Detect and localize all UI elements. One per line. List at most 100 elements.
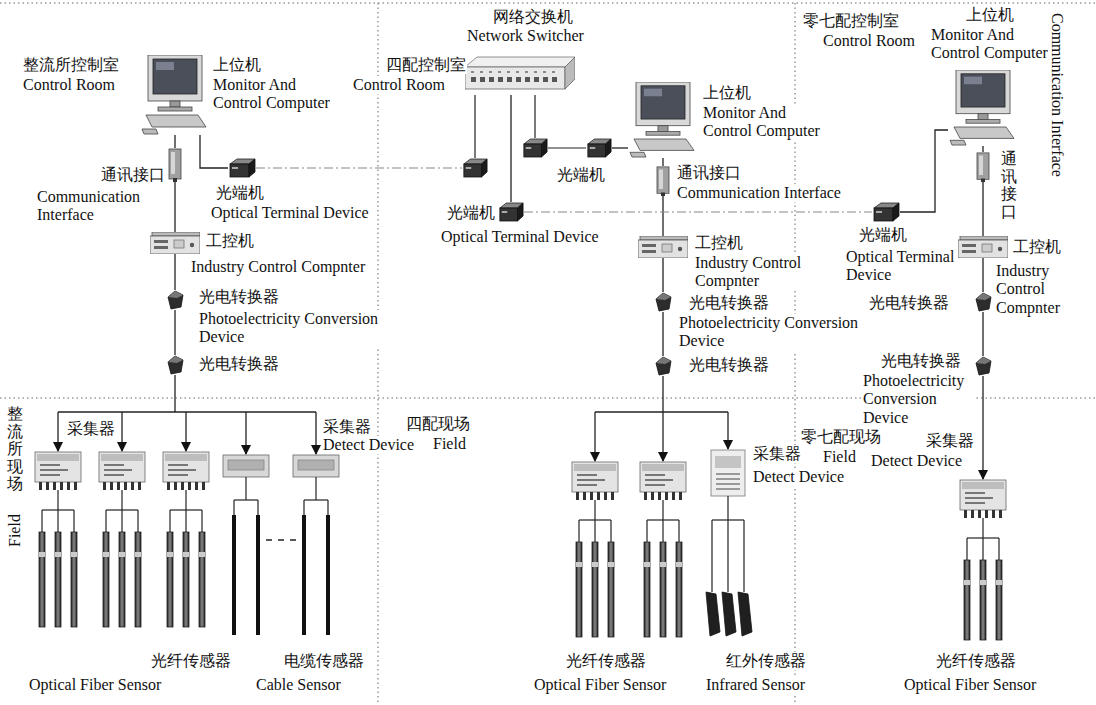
- collector-pin: [611, 492, 614, 500]
- terminal-side: [249, 159, 255, 177]
- device-icon: [165, 355, 185, 375]
- arrow-wire: [982, 376, 983, 479]
- mouse: [142, 129, 158, 134]
- wire: [245, 477, 246, 500]
- collector-marking: [965, 497, 993, 499]
- pc-top: [152, 232, 200, 236]
- fiber-sensor: [608, 542, 614, 637]
- fiber-sensor: [644, 542, 650, 637]
- converter-top: [976, 293, 991, 300]
- device-icon: [628, 82, 698, 158]
- device-icon: [656, 166, 670, 196]
- terminal-front: [464, 164, 482, 177]
- device-icon: [973, 356, 993, 376]
- wire: [174, 375, 175, 412]
- region-label: 整流所现场: [6, 405, 24, 493]
- switch-port: [498, 77, 503, 82]
- connector-wire: [982, 146, 983, 152]
- collector-pin: [679, 492, 682, 500]
- device-label: Industry Control Compnter: [995, 262, 1072, 317]
- switch-led: [525, 71, 528, 73]
- terminal-side: [518, 203, 524, 221]
- wire: [662, 520, 663, 542]
- connector-wire: [982, 182, 983, 236]
- switch-side: [565, 57, 575, 89]
- wire: [578, 520, 579, 542]
- device-label: Communication Interface: [1048, 12, 1066, 178]
- sensor-band: [592, 562, 598, 567]
- sensor-band: [980, 580, 986, 585]
- arrow-wire: [57, 412, 58, 451]
- wire: [327, 500, 328, 515]
- photoelectric-converter: 光电转换器: [973, 292, 993, 312]
- switch-led: [543, 71, 546, 73]
- wire: [185, 490, 186, 510]
- fiber-sensor: [996, 560, 1002, 640]
- collector-marking: [716, 473, 740, 475]
- sensor-band: [71, 552, 77, 557]
- collector-box: [572, 462, 618, 492]
- switch-port: [471, 77, 476, 82]
- sensor-band: [199, 552, 205, 557]
- device-icon: [524, 139, 547, 157]
- device-label: 光端机: [215, 184, 265, 202]
- device-label: 光电转换器: [198, 355, 280, 373]
- pc-button: [190, 243, 194, 247]
- connector-wire: [662, 258, 663, 292]
- monitor-case: [956, 70, 1010, 114]
- connector-wire: [982, 258, 983, 292]
- device-label: Monitor And Control Computer: [702, 104, 832, 141]
- optical-terminal: 光端机Optical Terminal Device: [228, 158, 256, 178]
- device-icon: [465, 55, 575, 95]
- device-icon: [638, 236, 688, 258]
- terminal-front: [588, 144, 606, 157]
- wire: [57, 490, 58, 510]
- region-label: Detect Device: [870, 452, 963, 470]
- collector-pin: [651, 492, 654, 500]
- switch-top: [465, 57, 575, 67]
- fiber-sensor: [660, 542, 666, 637]
- collector-marking: [168, 464, 188, 466]
- monitor-case: [148, 55, 202, 101]
- region-label: Control Room: [822, 32, 916, 50]
- switch-port: [552, 77, 557, 82]
- collector-box: [711, 450, 745, 496]
- wire: [185, 510, 186, 532]
- device-label: Optical Terminal Device: [440, 228, 600, 246]
- collector-pin: [583, 492, 586, 500]
- collector-header: [165, 454, 207, 461]
- region-label: 光纤传感器: [565, 652, 647, 670]
- device-icon: [973, 292, 993, 312]
- switch-port: [525, 77, 530, 82]
- wire: [303, 500, 304, 515]
- region-label: Field: [6, 513, 24, 548]
- connector-wire: [612, 147, 628, 148]
- arrow-wire: [245, 412, 246, 454]
- device-label: 光电转换器: [880, 352, 962, 370]
- screen-glare: [964, 77, 982, 85]
- device-label: 光端机: [858, 226, 908, 244]
- wire: [105, 510, 106, 532]
- wire: [41, 510, 42, 532]
- sensor-band: [183, 552, 189, 557]
- industrial-pc: 工控机Industry Control Compnter: [638, 236, 688, 258]
- collector-box: [293, 455, 339, 477]
- collector-header: [962, 482, 1004, 489]
- device-icon: [872, 202, 900, 222]
- terminal-led: [526, 147, 532, 149]
- pc-panel: [174, 240, 184, 248]
- wire: [548, 147, 586, 148]
- collector-marking: [40, 474, 60, 476]
- cable-sensor: [256, 515, 260, 635]
- wire: [233, 500, 234, 515]
- mouse: [950, 140, 966, 145]
- device-icon: [140, 55, 210, 135]
- ellipsis-dash: [290, 539, 296, 541]
- device-label: 工控机: [205, 232, 255, 250]
- pc-slot: [962, 244, 976, 247]
- wire: [474, 95, 475, 158]
- terminal-front: [230, 164, 249, 177]
- collector-pin: [971, 510, 974, 518]
- connector-wire: [510, 95, 511, 202]
